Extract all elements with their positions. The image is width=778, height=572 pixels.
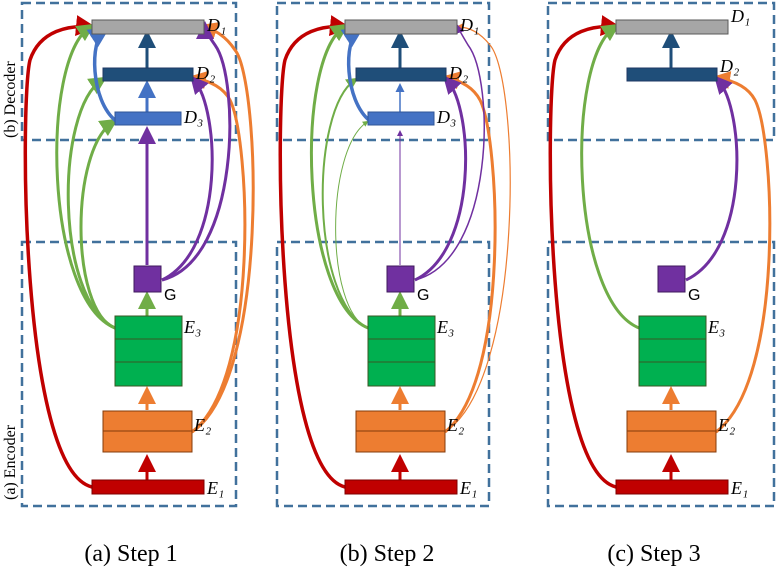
block-d2 [102, 67, 194, 82]
label-d2: D₂ [195, 63, 215, 83]
block-e3 [114, 315, 183, 387]
link-e3-d1 [55, 23, 116, 330]
panel-step1: D₁ D₂ D₃ G E₃ E₂ E₁ (a) Step 1 [20, 1, 255, 567]
block-g [133, 265, 162, 293]
decoder-frame [20, 1, 238, 142]
label-d1: D₁ [730, 6, 750, 26]
link-e3-d2 [66, 76, 116, 330]
label-d2: D₂ [719, 56, 739, 76]
block-e2 [355, 410, 446, 453]
link-d3-d1 [86, 27, 118, 123]
label-e3: E₃ [707, 317, 725, 337]
label-e1: E₁ [206, 478, 224, 498]
label-e1: E₁ [459, 478, 477, 498]
block-g [386, 265, 415, 293]
panel-step3: D₁ D₂ G E₃ E₂ E₁ (c) Step 3 [546, 1, 776, 567]
link-e1-d1 [548, 15, 622, 489]
label-d3: D₃ [183, 107, 203, 127]
link-g-d1 [414, 24, 485, 281]
caption-step1: (a) Step 1 [84, 541, 177, 567]
block-e1 [615, 479, 729, 495]
link-e2-d1 [444, 23, 511, 433]
decoder-frame [546, 1, 776, 142]
label-e2: E₂ [193, 415, 211, 435]
label-e3: E₃ [436, 317, 454, 337]
link-e2-d2 [441, 71, 497, 434]
encoder-frame [275, 240, 491, 508]
link-e3-d2 [321, 77, 369, 329]
label-e1: E₁ [730, 478, 748, 498]
label-g: G [688, 287, 700, 304]
label-d3: D₃ [436, 107, 456, 127]
block-e1 [344, 479, 458, 495]
block-e1 [91, 479, 205, 495]
block-d2 [626, 67, 718, 82]
link-d3-d1 [340, 27, 372, 123]
block-d3 [367, 111, 435, 126]
label-d2: D₂ [448, 63, 468, 83]
block-d1 [344, 19, 458, 35]
block-e3 [638, 315, 707, 387]
label-e2: E₂ [446, 415, 464, 435]
link-e3-d1 [309, 23, 369, 330]
block-e3 [367, 315, 436, 387]
block-d1 [91, 19, 205, 35]
block-e2 [626, 410, 717, 453]
caption-step2: (b) Step 2 [340, 541, 435, 567]
link-e1-d1 [23, 15, 97, 489]
link-g-d2 [414, 75, 468, 282]
encoder-side-label: (a) Encoder [2, 424, 19, 500]
label-e2: E₂ [717, 415, 735, 435]
link-g-d1 [161, 21, 232, 282]
label-g: G [417, 287, 429, 304]
label-g: G [164, 287, 176, 304]
block-e2 [102, 410, 193, 453]
link-e2-d1 [191, 22, 255, 434]
link-e2-d2 [712, 71, 772, 434]
caption-step3: (c) Step 3 [607, 541, 700, 567]
link-e3-d3 [335, 120, 369, 329]
label-d1: D₁ [459, 15, 479, 35]
decoder-frame [275, 1, 491, 142]
block-d3 [114, 111, 182, 126]
link-e1-d1 [278, 15, 351, 489]
encoder-frame [20, 240, 238, 508]
link-g-d2 [685, 75, 739, 282]
panel-step2: D₁ D₂ D₃ G E₃ E₂ E₁ (b) Step 2 [275, 1, 511, 567]
link-e2-d2 [188, 71, 247, 434]
label-e3: E₃ [183, 317, 201, 337]
label-d1: D₁ [206, 15, 226, 35]
block-g [657, 265, 686, 293]
encoder-frame [546, 240, 776, 508]
link-g-d2 [161, 75, 214, 282]
link-e3-d3 [79, 118, 119, 330]
decoder-side-label: (b) Decoder [2, 60, 19, 138]
block-d1 [615, 19, 729, 35]
link-e3-d1 [580, 23, 640, 330]
block-d2 [355, 67, 447, 82]
